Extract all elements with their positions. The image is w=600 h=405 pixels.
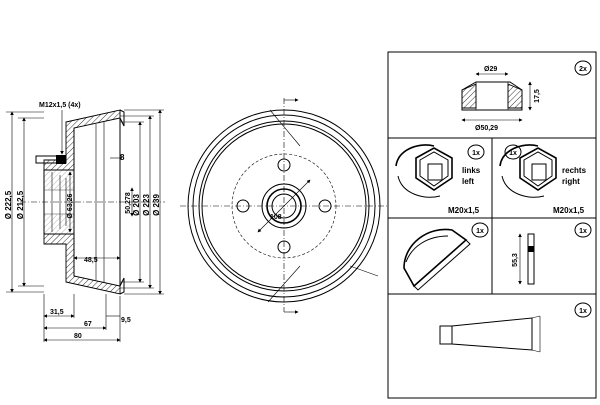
dim-9-5: 9,5 [121, 317, 131, 324]
bearing-qty: 2x [579, 66, 587, 73]
dim-222-5: Ø 222,5 [4, 190, 13, 219]
nut-right-qty: 1x [509, 150, 517, 157]
ring-dim: 55,3 [512, 253, 519, 267]
grease-tube-item: 1x [439, 302, 592, 353]
ring-qty: 1x [579, 228, 587, 235]
bearing-item: Ø29 Ø50,29 17,5 2x [461, 60, 592, 132]
drum-front-view: 108 [180, 98, 388, 314]
dim-8: 8 [120, 153, 125, 162]
nut-left-item: 1x links left M20x1,5 [395, 144, 485, 215]
nut-left-dir-en: left [462, 177, 474, 186]
kit-contents-panel: Ø29 Ø50,29 17,5 2x 1x links left M20x1,5 [387, 51, 597, 399]
nut-right-dir-de: rechts [562, 166, 587, 175]
nut-left-thread: M20x1,5 [448, 206, 480, 215]
dim-80: 80 [74, 333, 82, 340]
bearing-height: 17,5 [534, 89, 541, 103]
dim-31-5: 31,5 [50, 309, 64, 316]
grease-qty: 1x [579, 308, 587, 315]
dim-239: Ø 239 [152, 194, 161, 216]
dim-212-5: Ø 212,5 [16, 190, 25, 219]
nut-left-dir-de: links [462, 166, 481, 175]
drum-section-view: M12x1,5 (4x) Ø 222,5 Ø 212,5 Ø 63,26 8 5… [4, 102, 165, 342]
nut-right-dir-en: right [562, 177, 580, 186]
dim-223: Ø 223 [142, 194, 151, 216]
dim-48-5: 48,5 [84, 257, 98, 264]
bolt-thread-label: M12x1,5 (4x) [39, 102, 81, 109]
dim-203: Ø 203 [132, 194, 141, 216]
dim-50-278: 50,278 [125, 192, 132, 214]
nut-right-item: 1x rechts right M20x1,5 [499, 144, 587, 215]
dim-67: 67 [84, 321, 92, 328]
nut-right-thread: M20x1,5 [553, 206, 585, 215]
bearing-inner-dia: Ø29 [484, 66, 497, 73]
dim-108: 108 [270, 214, 282, 221]
dust-cap-qty: 1x [476, 228, 484, 235]
dust-cap-item: 1x [403, 222, 489, 291]
nut-left-qty: 1x [472, 150, 480, 157]
retaining-ring-item: 55,3 1x [512, 222, 592, 285]
bearing-outer-dia: Ø50,29 [475, 125, 498, 132]
dim-63-26: Ø 63,26 [67, 193, 74, 218]
